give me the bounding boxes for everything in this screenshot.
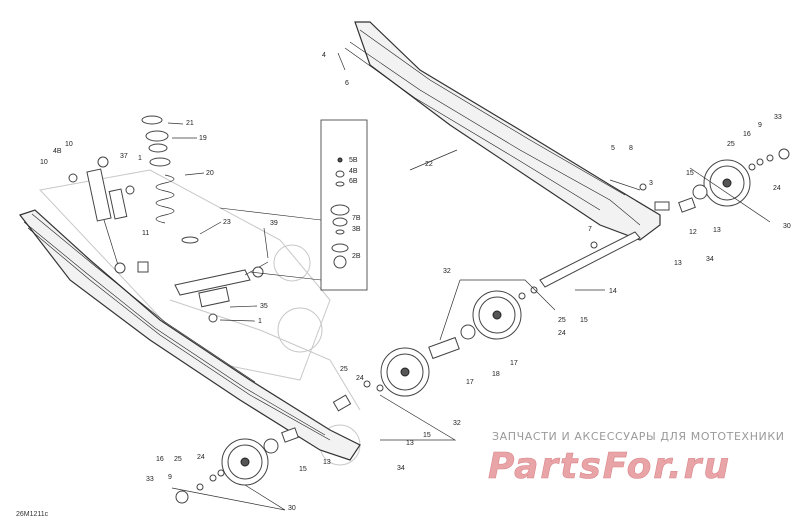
front-shock <box>174 261 269 323</box>
callout: 22 <box>425 161 433 168</box>
callout: 34 <box>706 256 714 263</box>
rear-shock <box>68 156 149 274</box>
callout: 15 <box>580 317 588 324</box>
callout: 6 <box>345 80 349 87</box>
left-slide-rail <box>19 209 361 461</box>
idler-wheel-mid <box>428 290 522 360</box>
callout: 5B <box>349 157 358 164</box>
right-slide-rail <box>344 21 661 241</box>
callout: 9 <box>758 122 762 129</box>
callout: 21 <box>186 120 194 127</box>
callout: 13 <box>713 227 721 234</box>
callout: 23 <box>223 219 231 226</box>
callout: 16 <box>743 131 751 138</box>
callout: 34 <box>397 465 405 472</box>
callout: 17 <box>510 360 518 367</box>
callout: 1 <box>258 318 262 325</box>
callout: 25 <box>558 317 566 324</box>
spring-stack <box>141 115 199 244</box>
callout: 25 <box>727 141 735 148</box>
callout: 25 <box>174 456 182 463</box>
callout: 20 <box>206 170 214 177</box>
callout: 3 <box>649 180 653 187</box>
callout: 16 <box>156 456 164 463</box>
callout: 13 <box>674 260 682 267</box>
callout: 15 <box>686 170 694 177</box>
callout: 10 <box>40 159 48 166</box>
callout: 12 <box>689 229 697 236</box>
callout: 17 <box>466 379 474 386</box>
callout-labels: 4 6 22 21 19 20 23 39 35 1 1 10 10 4B 37… <box>40 52 791 512</box>
callout: 4B <box>53 148 62 155</box>
callout: 10 <box>65 141 73 148</box>
callout: 24 <box>197 454 205 461</box>
idler-wheel-center <box>380 347 430 397</box>
callout: 32 <box>453 420 461 427</box>
callout: 11 <box>142 230 149 237</box>
callout: 39 <box>270 220 278 227</box>
callout: 4B <box>349 168 358 175</box>
callout: 13 <box>323 459 331 466</box>
callout: 15 <box>299 466 307 473</box>
callout: 4 <box>322 52 326 59</box>
watermark-logo: PartsFor.ru <box>488 446 731 487</box>
callout: 33 <box>146 476 154 483</box>
callout: 30 <box>288 505 296 512</box>
shock-kit-box <box>219 119 368 291</box>
callout: 32 <box>443 268 451 275</box>
axle-14 <box>539 231 641 288</box>
callout: 14 <box>609 288 617 295</box>
diagram-code: 26M1211c <box>16 511 49 518</box>
callout: 24 <box>558 330 566 337</box>
callout: 15 <box>423 432 431 439</box>
leader-lines <box>167 122 771 511</box>
callout: 33 <box>774 114 782 121</box>
callout: 2B <box>352 253 361 260</box>
callout: 3B <box>352 226 361 233</box>
callout: 1 <box>138 155 142 162</box>
callout: 19 <box>199 135 207 142</box>
callout: 9 <box>168 474 172 481</box>
idler-wheel-bottom <box>221 427 299 486</box>
callout: 13 <box>406 440 414 447</box>
callout: 7 <box>588 226 592 233</box>
callout: 25 <box>340 366 348 373</box>
callout: 24 <box>356 375 364 382</box>
callout: 18 <box>492 371 500 378</box>
callout: 8 <box>629 145 633 152</box>
callout: 6B <box>349 178 358 185</box>
callout: 37 <box>120 153 128 160</box>
callout: 35 <box>260 303 268 310</box>
idler-wheel-top-right <box>692 159 751 207</box>
watermark-tagline: ЗАПЧАСТИ И АКСЕССУАРЫ ДЛЯ МОТОТЕХНИКИ <box>492 430 785 443</box>
small-hardware <box>175 52 790 504</box>
callout: 5 <box>611 145 615 152</box>
callout: 24 <box>773 185 781 192</box>
callout: 30 <box>783 223 791 230</box>
callout: 7B <box>352 215 361 222</box>
